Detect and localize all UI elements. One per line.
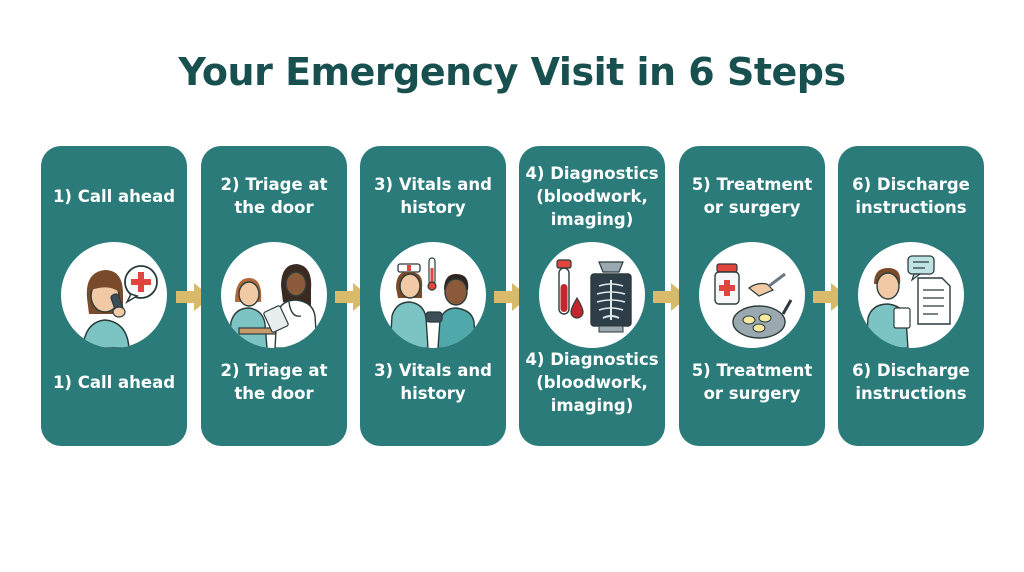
step-2-bottom-label: 2) Triage at the door: [220, 361, 328, 403]
step-4-bottom-label: 4) Diagnostics (bloodwork, imaging): [525, 349, 659, 415]
vitals-icon: [380, 242, 486, 348]
step-3-top-label: 3) Vitals and history: [374, 175, 492, 217]
step-card-1: 1) Call ahead 1) Ca: [41, 146, 187, 446]
discharge-icon: [858, 242, 964, 348]
step-3-bottom-label: 3) Vitals and history: [374, 361, 492, 403]
diagnostics-icon: [539, 242, 645, 348]
step-1-top-label: 1) Call ahead: [52, 186, 176, 206]
diagram-title: Your Emergency Visit in 6 Steps: [178, 50, 846, 94]
step-card-4: 4) Diagnostics (bloodwork, imaging) 4) D…: [519, 146, 665, 446]
step-5-bottom-label: 5) Treatment or surgery: [691, 361, 813, 403]
step-card-6: 6) Discharge instructions: [838, 146, 984, 446]
step-card-5: 5) Treatment or surgery 5) Treatment or …: [679, 146, 825, 446]
treatment-icon: [699, 242, 805, 348]
step-1-bottom-label: 1) Call ahead: [52, 372, 176, 392]
step-2-top-label: 2) Triage at the door: [220, 175, 328, 217]
step-card-2: 2) Triage at the door 2) Triage at the d…: [201, 146, 347, 446]
step-5-top-label: 5) Treatment or surgery: [691, 175, 813, 217]
step-card-3: 3) Vitals and history 3) Vit: [360, 146, 506, 446]
phone-call-icon: [61, 242, 167, 348]
triage-icon: [221, 242, 327, 348]
step-6-bottom-label: 6) Discharge instructions: [852, 361, 970, 403]
step-6-top-label: 6) Discharge instructions: [852, 175, 970, 217]
step-4-top-label: 4) Diagnostics (bloodwork, imaging): [525, 163, 659, 229]
